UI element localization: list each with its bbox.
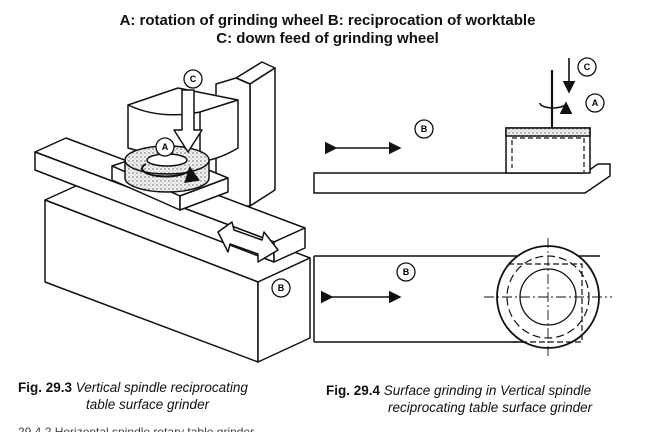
footer-text-fragment: 29.4.2 Horizontal spindle rotary table g… [18,425,255,432]
side-view-wheel-contact [505,127,591,137]
label-c-right: C [577,57,597,77]
label-b-right-bottom-text: B [403,267,410,277]
rotation-arrow [141,163,200,184]
figure-caption-right: Fig. 29.4 Surface grinding in Vertical s… [326,382,651,416]
label-b-left-text: B [278,283,285,293]
label-a-left: A [155,137,175,157]
side-view-rotation-arrow [539,101,573,115]
vertical-spindle-grinder-drawing [34,61,311,363]
legend-line-1: A: rotation of grinding wheel B: recipro… [119,12,536,29]
caption-left-fig-number: Fig. 29.3 [18,380,73,395]
plan-view-workpiece [508,263,583,343]
label-b-right-bottom: B [396,262,416,282]
caption-left-line2: table surface grinder [86,397,210,412]
caption-right-fig-number: Fig. 29.4 [326,383,381,398]
label-c-left-text: C [190,74,197,84]
label-a-right: A [585,93,605,113]
legend-line-2: C: down feed of grinding wheel [216,30,439,47]
figure-caption-left: Fig. 29.3 Vertical spindle reciprocating… [18,379,318,413]
label-a-right-text: A [592,98,599,108]
label-c-left: C [183,69,203,89]
label-b-right-top-text: B [421,124,428,134]
plan-view-drawing [313,238,612,356]
label-b-right-top: B [414,119,434,139]
machine-base [44,175,311,363]
side-view-drawing [313,58,611,194]
reciprocation-arrow [217,221,279,263]
caption-right-line1: Surface grinding in Vertical spindle [380,383,592,398]
label-b-left: B [271,278,291,298]
label-c-right-text: C [584,62,591,72]
caption-right-line2: reciprocating table surface grinder [388,400,593,415]
downfeed-arrow [173,89,203,153]
label-a-left-text: A [162,142,169,152]
caption-left-line1: Vertical spindle reciprocating [72,380,248,395]
